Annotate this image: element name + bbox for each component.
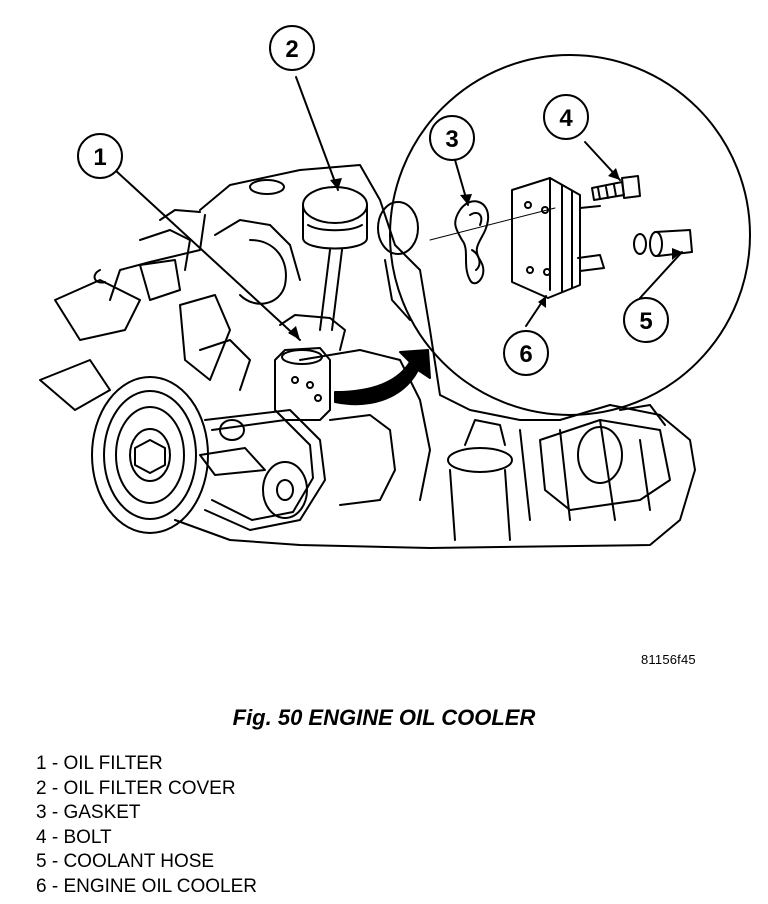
parts-legend: 1 - OIL FILTER 2 - OIL FILTER COVER 3 - … (36, 752, 257, 900)
housing-line (384, 259, 411, 321)
fuel-filter (447, 419, 513, 541)
legend-item: 4 - BOLT (36, 826, 112, 848)
callout-label-3: 3 (445, 126, 458, 153)
leader-lines (114, 76, 683, 341)
legend-item: 6 - ENGINE OIL COOLER (36, 875, 258, 897)
fan-pulley (91, 376, 209, 534)
gasket (454, 200, 490, 285)
transfer-arrow (334, 349, 431, 406)
callout-label-1: 1 (93, 144, 106, 171)
oil-cooler (511, 177, 605, 299)
figure-reference-code: 81156f45 (641, 652, 696, 667)
drive-belt (199, 409, 326, 531)
assembly-centerline (429, 207, 556, 241)
fan-blades (39, 259, 231, 411)
callout-label-6: 6 (519, 341, 532, 368)
callout-label-2: 2 (285, 36, 298, 63)
leader-arrowheads (288, 168, 682, 340)
legend-item: 3 - GASKET (36, 802, 141, 824)
legend-item: 5 - COOLANT HOSE (36, 851, 215, 873)
legend-item: 2 - OIL FILTER COVER (36, 777, 236, 799)
engine-oil-cooler-illustration: 1 2 3 4 5 6 (39, 25, 751, 549)
callout-label-4: 4 (559, 105, 573, 132)
figure-caption: Fig. 50 ENGINE OIL COOLER (232, 705, 536, 730)
cooler-port (377, 201, 419, 255)
detail-circle (389, 54, 751, 416)
callout-circles (77, 25, 669, 376)
oil-filter-housing (274, 314, 346, 421)
callout-label-5: 5 (639, 308, 652, 335)
coolant-hose (633, 229, 693, 257)
legend-item: 1 - OIL FILTER (36, 753, 163, 774)
bolt (591, 175, 641, 201)
starter-motor (539, 404, 671, 511)
oil-filter-cover (302, 186, 368, 331)
